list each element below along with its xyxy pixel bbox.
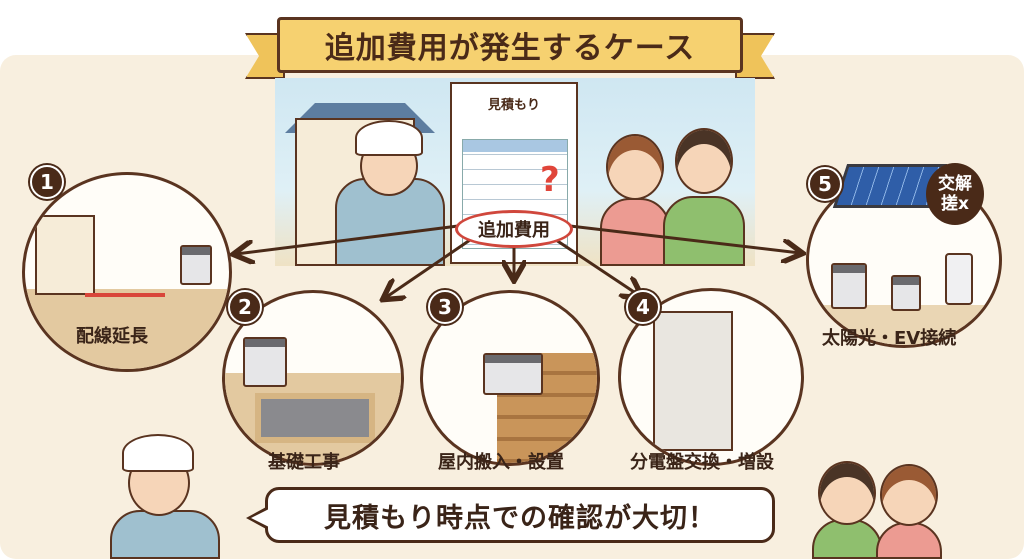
case-5-badge: 5 xyxy=(808,167,842,201)
worker-bottom xyxy=(110,430,220,559)
case-2-label: 基礎工事 xyxy=(268,452,340,473)
woman-head xyxy=(606,134,664,200)
helmet-icon xyxy=(122,434,194,472)
man-body xyxy=(663,196,745,266)
footer-speech-bubble: 見積もり時点での確認が大切！ xyxy=(246,487,775,543)
distribution-board-icon xyxy=(653,311,733,451)
document-title: 見積もり xyxy=(487,98,540,113)
case-2-circle xyxy=(222,290,404,466)
hub-label: 追加費用 xyxy=(478,220,550,241)
man-head xyxy=(675,128,733,194)
case-3-badge: 3 xyxy=(428,290,462,324)
man-head xyxy=(818,461,876,525)
footer-message: 見積もり時点での確認が大切！ xyxy=(324,502,716,534)
double-arrow-icon xyxy=(85,293,165,297)
case-3-label: 屋内搬入・設置 xyxy=(438,452,564,473)
woman-body xyxy=(876,522,942,559)
case-1-circle xyxy=(22,172,232,372)
customer-man xyxy=(663,122,745,266)
bubble-text: 交解 搓x xyxy=(938,174,972,214)
woman-body xyxy=(600,198,670,266)
battery-unit-icon xyxy=(831,263,867,309)
battery-unit-icon xyxy=(483,353,543,395)
worker-main xyxy=(335,108,445,266)
helmet-icon xyxy=(355,120,423,156)
customer-woman xyxy=(600,128,670,266)
concrete-form-icon xyxy=(255,393,375,443)
bottom-woman xyxy=(876,460,942,559)
case-2-badge: 2 xyxy=(228,290,262,324)
bottom-man xyxy=(812,455,882,559)
worker-body xyxy=(110,510,220,559)
case-4-badge: 4 xyxy=(626,290,660,324)
battery-unit-icon xyxy=(180,245,212,285)
question-mark-icon: ? xyxy=(540,160,560,200)
ev-charger-icon xyxy=(945,253,973,305)
page-title: 追加費用が発生するケース xyxy=(324,31,696,66)
ribbon-banner: 追加費用が発生するケース xyxy=(277,17,743,73)
case-5-speech-bubble: 交解 搓x xyxy=(926,163,984,225)
woman-head xyxy=(880,464,938,526)
case-1-label: 配線延長 xyxy=(76,326,148,347)
ground xyxy=(809,305,999,345)
title-ribbon: 追加費用が発生するケース xyxy=(245,15,775,79)
additional-cost-hub: 追加費用 xyxy=(455,210,573,248)
house-small xyxy=(35,215,95,295)
man-body xyxy=(812,519,882,559)
case-4-label: 分電盤交換・増設 xyxy=(630,452,774,473)
case-5-label: 太陽光・EV接続 xyxy=(822,328,957,349)
ground xyxy=(25,289,229,369)
power-conditioner-icon xyxy=(891,275,921,311)
battery-unit-icon xyxy=(243,337,287,387)
case-1-badge: 1 xyxy=(30,165,64,199)
